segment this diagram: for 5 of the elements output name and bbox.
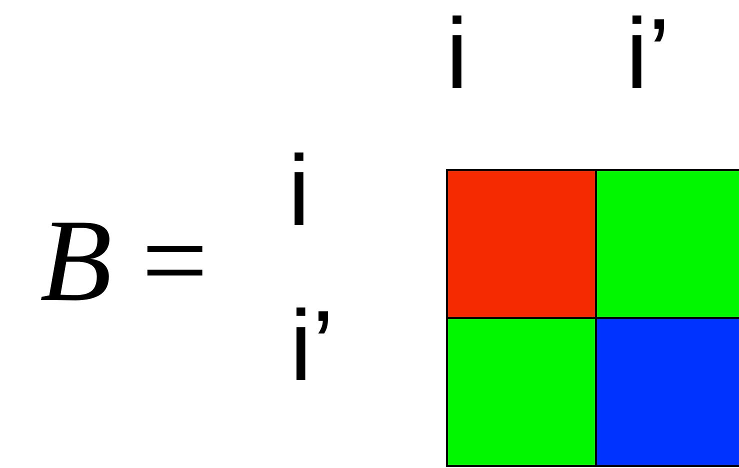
row-label: i’ xyxy=(296,308,328,380)
row-label: i xyxy=(294,152,304,225)
column-label: i’ xyxy=(632,16,664,88)
column-label: i xyxy=(452,16,462,88)
equation-label: B = xyxy=(41,222,202,300)
